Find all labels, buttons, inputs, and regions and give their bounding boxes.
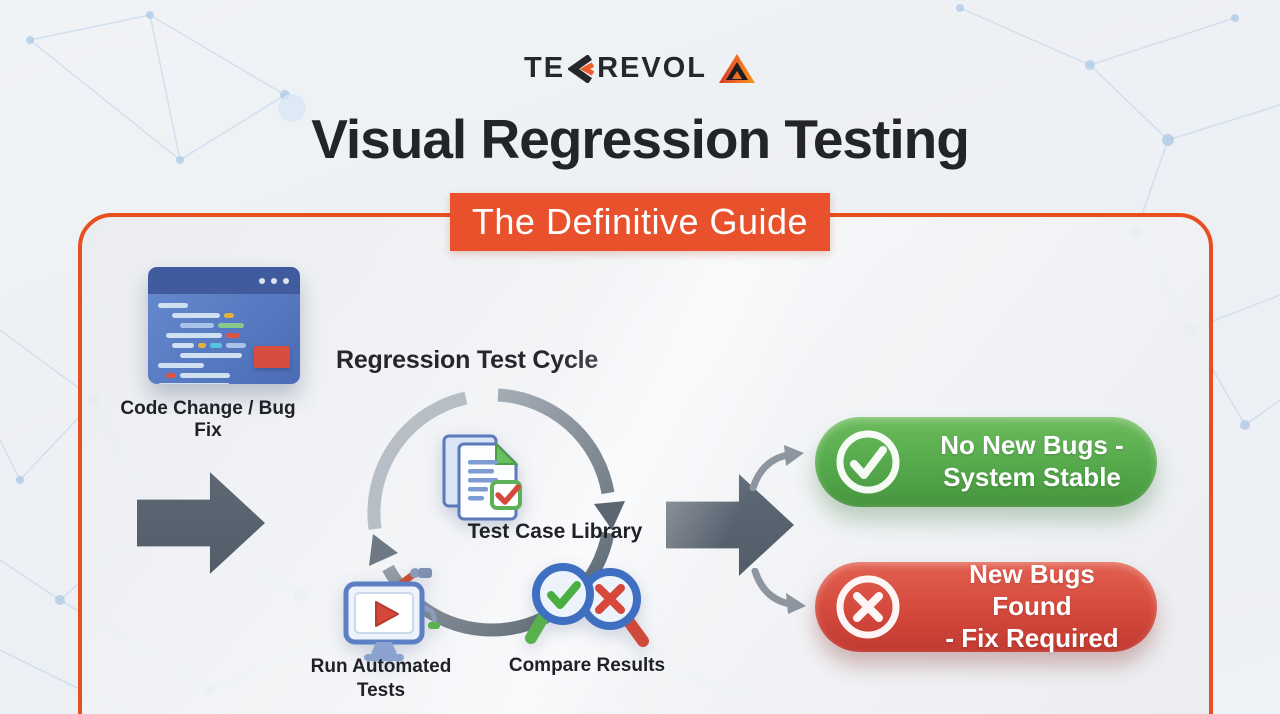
- logo-k-icon: [568, 54, 595, 83]
- outcome-positive-pill: No New Bugs - System Stable: [815, 417, 1157, 507]
- outcome-positive-line1: No New Bugs -: [940, 430, 1124, 461]
- test-case-library-icon: [442, 434, 522, 521]
- logo-text-prefix: TE: [524, 52, 566, 84]
- run-tests-icon: [343, 568, 440, 661]
- outcome-positive-line2: System Stable: [943, 462, 1121, 492]
- browser-code-area: [148, 294, 300, 384]
- logo-triangle-icon: [718, 53, 755, 83]
- logo-text-suffix: REVOL: [597, 52, 707, 84]
- compare-results-icon: [525, 563, 649, 647]
- outcome-negative-pill: New Bugs Found - Fix Required: [815, 559, 1157, 654]
- code-window-icon: [148, 267, 300, 384]
- flow-arrow-input: [137, 472, 265, 574]
- diff-highlight-block: [254, 346, 290, 368]
- center-label: Test Case Library: [467, 520, 643, 543]
- browser-titlebar: [148, 267, 300, 294]
- branch-arrow-down-icon: [751, 568, 806, 614]
- page-title: Visual Regression Testing: [311, 108, 970, 170]
- x-circle-icon: [836, 575, 900, 639]
- brand-logo: TE REVOL: [0, 52, 1280, 85]
- check-circle-icon: [836, 430, 900, 494]
- cycle-arrowhead-right: [594, 501, 625, 530]
- outcome-positive-text: No New Bugs - System Stable: [927, 430, 1157, 493]
- diagram-panel: Code Change / Bug Fix Regression Test Cy…: [78, 213, 1213, 714]
- cycle-arrowhead-left: [369, 534, 398, 566]
- run-tests-label: Run Automated Tests: [310, 656, 452, 701]
- subtitle-banner: The Definitive Guide: [450, 193, 830, 251]
- code-change-label: Code Change / Bug Fix: [120, 398, 296, 441]
- outcome-negative-text: New Bugs Found - Fix Required: [927, 559, 1157, 654]
- cycle-title: Regression Test Cycle: [336, 346, 599, 374]
- subtitle-text: The Definitive Guide: [471, 201, 809, 242]
- outcome-negative-line1: New Bugs Found: [969, 559, 1095, 622]
- branch-arrow-up-icon: [749, 445, 804, 491]
- compare-results-label: Compare Results: [508, 655, 666, 676]
- outcome-negative-line2: - Fix Required: [945, 622, 1119, 653]
